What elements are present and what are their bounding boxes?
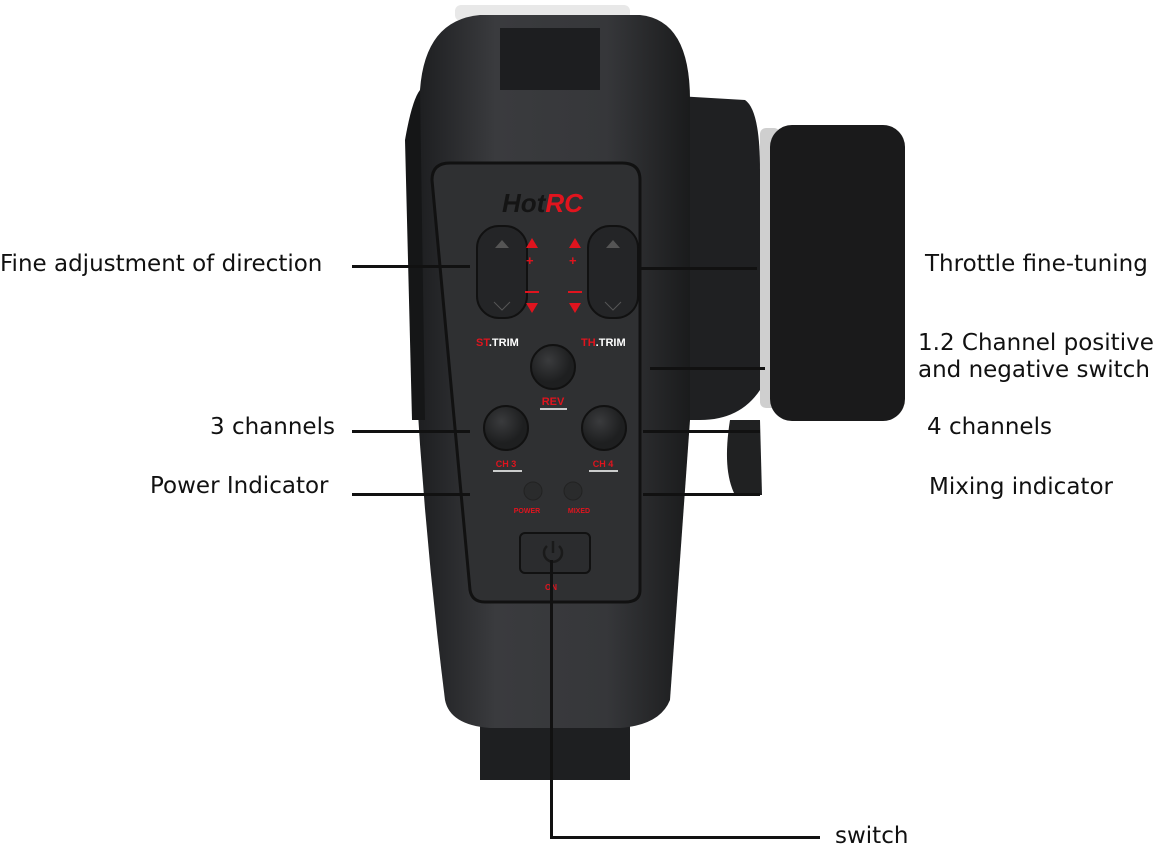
- power-led: [523, 481, 543, 501]
- leader-line: [352, 430, 470, 433]
- callout-channel-switch-1: 1.2 Channel positive: [918, 330, 1154, 356]
- ch3-button: [483, 405, 529, 451]
- mixed-led: [563, 481, 583, 501]
- callout-switch: switch: [835, 823, 909, 848]
- callout-fine-adjustment: Fine adjustment of direction: [0, 251, 323, 277]
- power-button: [519, 532, 591, 574]
- callout-ch3: 3 channels: [210, 414, 335, 440]
- leader-line: [643, 493, 760, 496]
- logo: HotRC: [502, 188, 584, 218]
- leader-line: [550, 560, 553, 839]
- plus-right-label: +: [569, 253, 577, 268]
- ch4-button: [581, 405, 627, 451]
- th-trim-rocker: [587, 225, 639, 319]
- mixed-label: MIXED: [568, 508, 590, 515]
- ch4-label: CH 4: [593, 459, 614, 469]
- st-trim-label: ST.TRIM: [476, 337, 519, 349]
- leader-line: [640, 267, 757, 270]
- callout-throttle: Throttle fine-tuning: [925, 251, 1148, 277]
- rev-button: [530, 344, 576, 390]
- leader-line: [352, 493, 470, 496]
- plus-left-label: +: [526, 253, 534, 268]
- ch3-label: CH 3: [496, 459, 517, 469]
- throttle-wheel: [770, 125, 905, 421]
- callout-mixing: Mixing indicator: [929, 474, 1113, 500]
- leader-line: [550, 836, 820, 839]
- power-label: POWER: [514, 508, 540, 515]
- callout-ch4: 4 channels: [927, 414, 1052, 440]
- callout-channel-switch-2: and negative switch: [918, 357, 1150, 383]
- rev-label: REV: [542, 396, 565, 408]
- top-window: [500, 28, 600, 90]
- th-trim-label: TH.TRIM: [581, 337, 626, 349]
- leader-line: [352, 265, 470, 268]
- leader-line: [643, 430, 760, 433]
- st-trim-rocker: [476, 225, 528, 319]
- channel-switch-lever: [726, 420, 762, 495]
- leader-line: [650, 367, 765, 370]
- callout-power: Power Indicator: [150, 473, 329, 499]
